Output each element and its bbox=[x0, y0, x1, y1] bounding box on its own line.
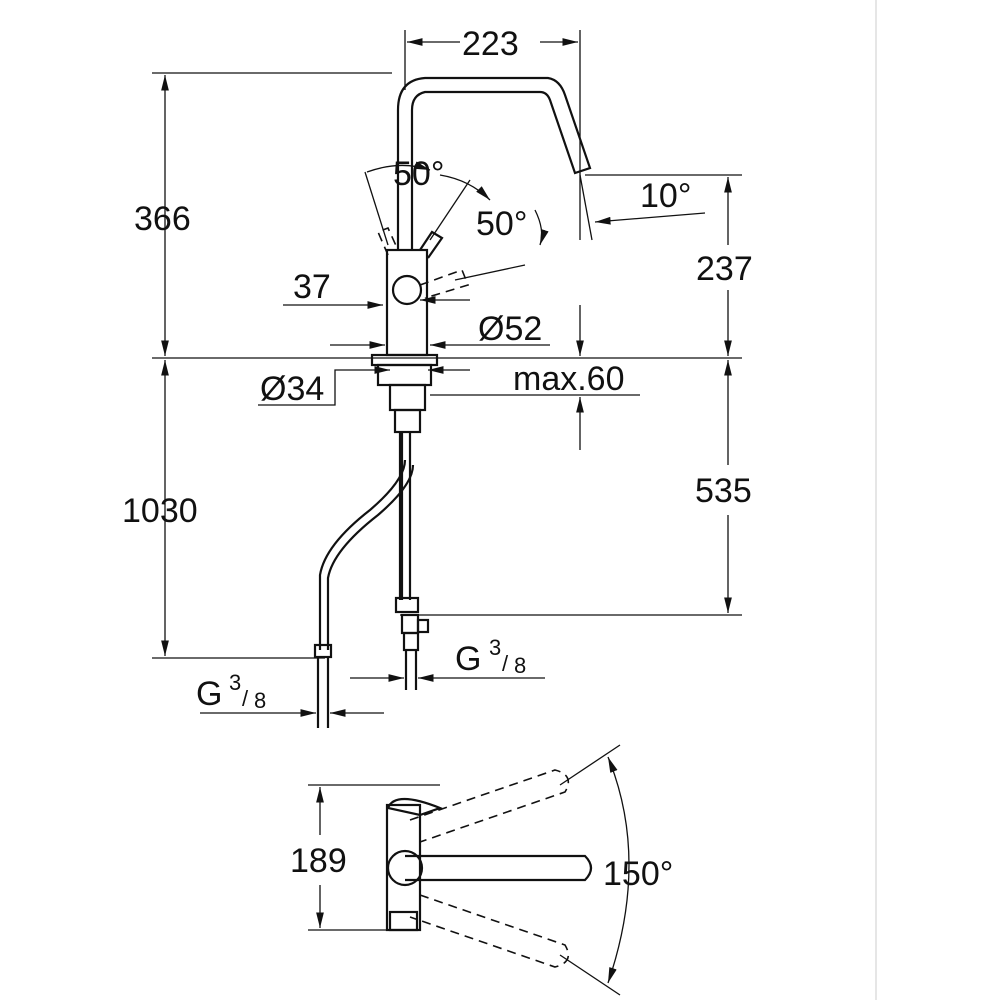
label-spout-height: 237 bbox=[696, 250, 753, 288]
label-max-deck-thickness: max.60 bbox=[513, 360, 625, 398]
label-hose-length: 1030 bbox=[122, 492, 198, 530]
connection-denominator: 8 bbox=[254, 688, 266, 713]
fraction-slash: / bbox=[242, 686, 249, 711]
label-spout-reach: 223 bbox=[462, 25, 519, 63]
label-hole-diameter: Ø34 bbox=[260, 370, 324, 408]
label-total-height: 366 bbox=[134, 200, 191, 238]
label-connection-right: G 3 / 8 bbox=[455, 635, 526, 678]
label-swivel-angle: 150° bbox=[603, 855, 673, 893]
label-top-view-depth: 189 bbox=[290, 842, 347, 880]
connection-numerator: 3 bbox=[229, 670, 241, 695]
label-connection-left: G 3 / 8 bbox=[196, 670, 266, 713]
label-lever-offset: 37 bbox=[293, 268, 331, 306]
connection-denominator: 8 bbox=[514, 653, 526, 678]
connection-numerator: 3 bbox=[489, 635, 501, 660]
label-lever-angle-right: 50° bbox=[476, 205, 527, 243]
faucet-top-view bbox=[385, 769, 593, 968]
connection-letter: G bbox=[196, 675, 222, 713]
label-under-deck-length: 535 bbox=[695, 472, 752, 510]
faucet-side-view bbox=[313, 76, 592, 728]
label-spout-angle: 10° bbox=[640, 177, 691, 215]
label-body-diameter: Ø52 bbox=[478, 310, 542, 348]
connection-letter: G bbox=[455, 640, 481, 678]
extension-lines bbox=[152, 30, 742, 659]
label-lever-angle-left: 50° bbox=[393, 155, 444, 193]
fraction-slash: / bbox=[502, 651, 509, 676]
